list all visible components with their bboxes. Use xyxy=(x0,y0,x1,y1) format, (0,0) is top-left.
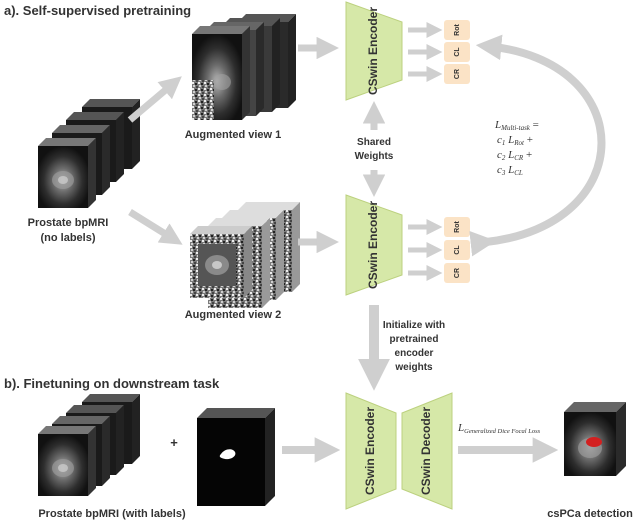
mri-stack-unlabeled xyxy=(38,99,140,208)
finetune-encoder-label: CSwin Encoder xyxy=(363,407,377,495)
encoder-bottom-label: CSwin Encoder xyxy=(366,201,380,289)
label-mask-image xyxy=(197,408,275,506)
encoder-top-label: CSwin Encoder xyxy=(366,7,380,95)
output-label: csPCa detection xyxy=(547,508,633,520)
augmented-view2-stack xyxy=(190,202,300,308)
pretraining-title: a). Self-supervised pretraining xyxy=(4,3,191,18)
initialize-label-2: pretrained xyxy=(390,334,439,345)
initialize-label-1: Initialize with xyxy=(383,320,445,331)
head-bottom-rot-label: Rot xyxy=(454,221,461,233)
cspca-output-image xyxy=(564,402,626,476)
head-top-cr xyxy=(444,64,470,84)
augmented-view2-image xyxy=(190,226,252,298)
head-top-rot xyxy=(444,20,470,40)
augmented-view1-stack xyxy=(192,14,296,120)
svg-text:c2 LCR +: c2 LCR + xyxy=(497,149,532,162)
plus-sign: + xyxy=(170,435,178,450)
initialize-label-3: encoder xyxy=(395,348,434,359)
mri-image-labeled xyxy=(38,426,96,496)
loss-curve-arrow xyxy=(469,34,606,257)
shared-weights-label-1: Shared xyxy=(357,137,391,148)
head-bottom-rot xyxy=(444,217,470,237)
augmented-view1-image xyxy=(192,26,250,120)
arrow-to-view1 xyxy=(127,76,182,123)
svg-text:LMulti-task =: LMulti-task = xyxy=(494,119,539,132)
mri-image-unlabeled xyxy=(38,138,96,208)
heads-bottom: Rot CL CR xyxy=(444,217,470,283)
head-bottom-cr xyxy=(444,263,470,283)
multitask-loss-formula: LMulti-task = c1 LRot + c2 LCR + c3 LCL xyxy=(494,119,539,177)
head-bottom-cl-label: CL xyxy=(454,245,461,255)
cswin-encoder-finetune: CSwin Encoder xyxy=(345,392,397,510)
initialize-label-4: weights xyxy=(394,362,433,373)
head-bottom-cl xyxy=(444,240,470,260)
arrow-to-view2 xyxy=(128,209,183,245)
finetuning-title: b). Finetuning on downstream task xyxy=(4,376,220,391)
head-top-cl-label: CL xyxy=(454,47,461,57)
cswin-encoder-bottom: CSwin Encoder xyxy=(345,194,403,296)
finetune-loss-label: LGeneralized Dice Focal Loss xyxy=(457,422,541,435)
finetune-decoder-label: CSwin Decoder xyxy=(419,407,433,495)
prostate-labeled-label: Prostate bpMRI (with labels) xyxy=(38,508,186,520)
head-bottom-cr-label: CR xyxy=(454,268,461,278)
prostate-unlabeled-label-1: Prostate bpMRI xyxy=(28,217,109,229)
head-top-cr-label: CR xyxy=(454,69,461,79)
mri-stack-labeled xyxy=(38,394,140,496)
view2-label: Augmented view 2 xyxy=(185,309,282,321)
view1-label: Augmented view 1 xyxy=(185,129,282,141)
cswin-decoder-finetune: CSwin Decoder xyxy=(401,392,453,510)
prostate-unlabeled-label-2: (no labels) xyxy=(40,232,95,244)
svg-text:c1 LRot +: c1 LRot + xyxy=(497,134,533,147)
svg-text:c3 LCL: c3 LCL xyxy=(497,164,523,177)
head-top-rot-label: Rot xyxy=(454,24,461,36)
shared-weights-label-2: Weights xyxy=(355,151,394,162)
cswin-encoder-top: CSwin Encoder xyxy=(345,1,403,101)
heads-top: Rot CL CR xyxy=(444,20,470,84)
head-top-cl xyxy=(444,42,470,62)
